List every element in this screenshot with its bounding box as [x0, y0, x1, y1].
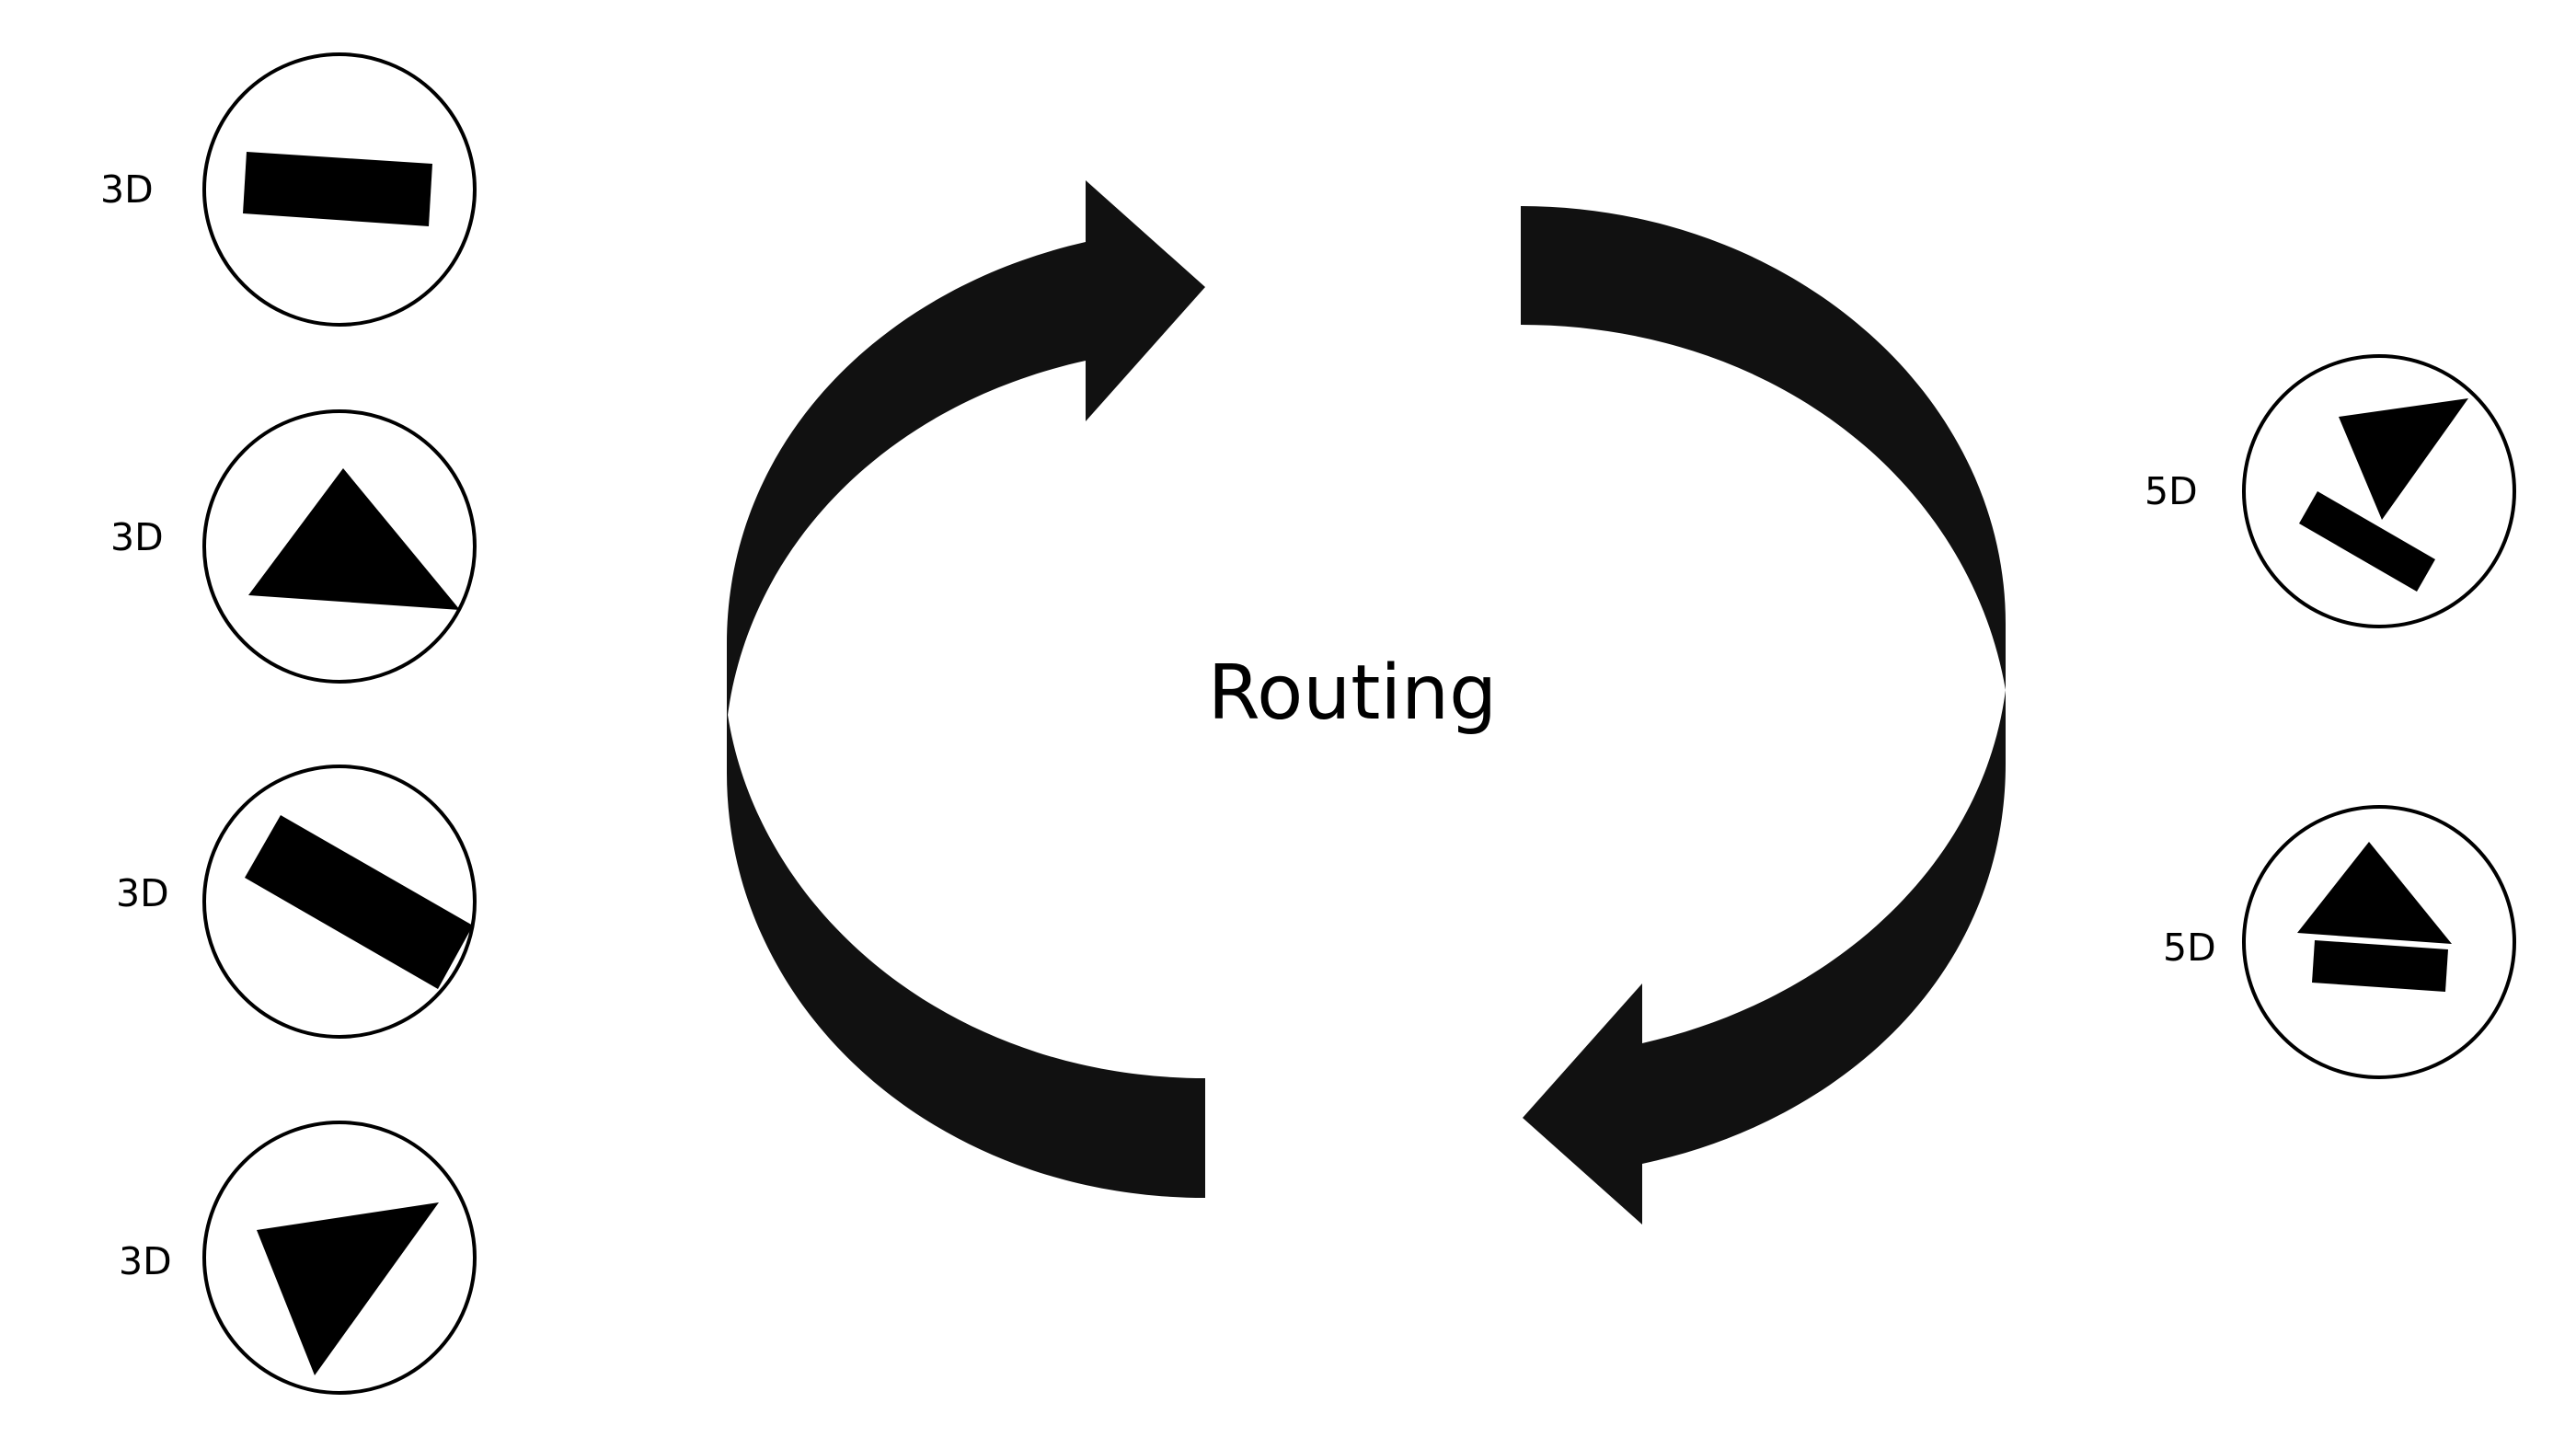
left-item-label: 3D [119, 1239, 172, 1283]
left-item-label: 3D [116, 871, 169, 915]
upper-right-arc [1521, 206, 2006, 690]
right-item-label: 5D [2145, 469, 2198, 513]
left-item-label: 3D [100, 167, 154, 212]
bar-shape [2312, 940, 2448, 992]
left-item-4: 3D [119, 1121, 477, 1395]
triangle-shape [2297, 842, 2452, 944]
left-items: 3D 3D 3D 3D [100, 52, 477, 1395]
right-item-1: 5D [2145, 354, 2516, 628]
triangle-shape [248, 468, 460, 610]
left-item-label: 3D [110, 515, 164, 559]
right-items: 5D 5D [2145, 354, 2516, 1079]
bar-shape [243, 152, 432, 226]
shape-circle [2242, 805, 2516, 1079]
left-item-3: 3D [116, 765, 477, 1039]
left-item-2: 3D [110, 409, 477, 684]
lower-left-arc [727, 708, 1205, 1198]
right-item-2: 5D [2163, 805, 2516, 1079]
left-item-1: 3D [100, 52, 477, 327]
bar-shape [2299, 491, 2435, 592]
cycle-arrows [727, 180, 2006, 1225]
triangle-shape [2339, 398, 2468, 520]
lower-right-arrow [1523, 690, 2006, 1225]
center-title: Routing [1208, 650, 1497, 737]
upper-left-arrow [727, 180, 1205, 722]
triangle-shape [257, 1202, 439, 1375]
right-item-label: 5D [2163, 926, 2216, 970]
bar-shape [245, 815, 473, 989]
